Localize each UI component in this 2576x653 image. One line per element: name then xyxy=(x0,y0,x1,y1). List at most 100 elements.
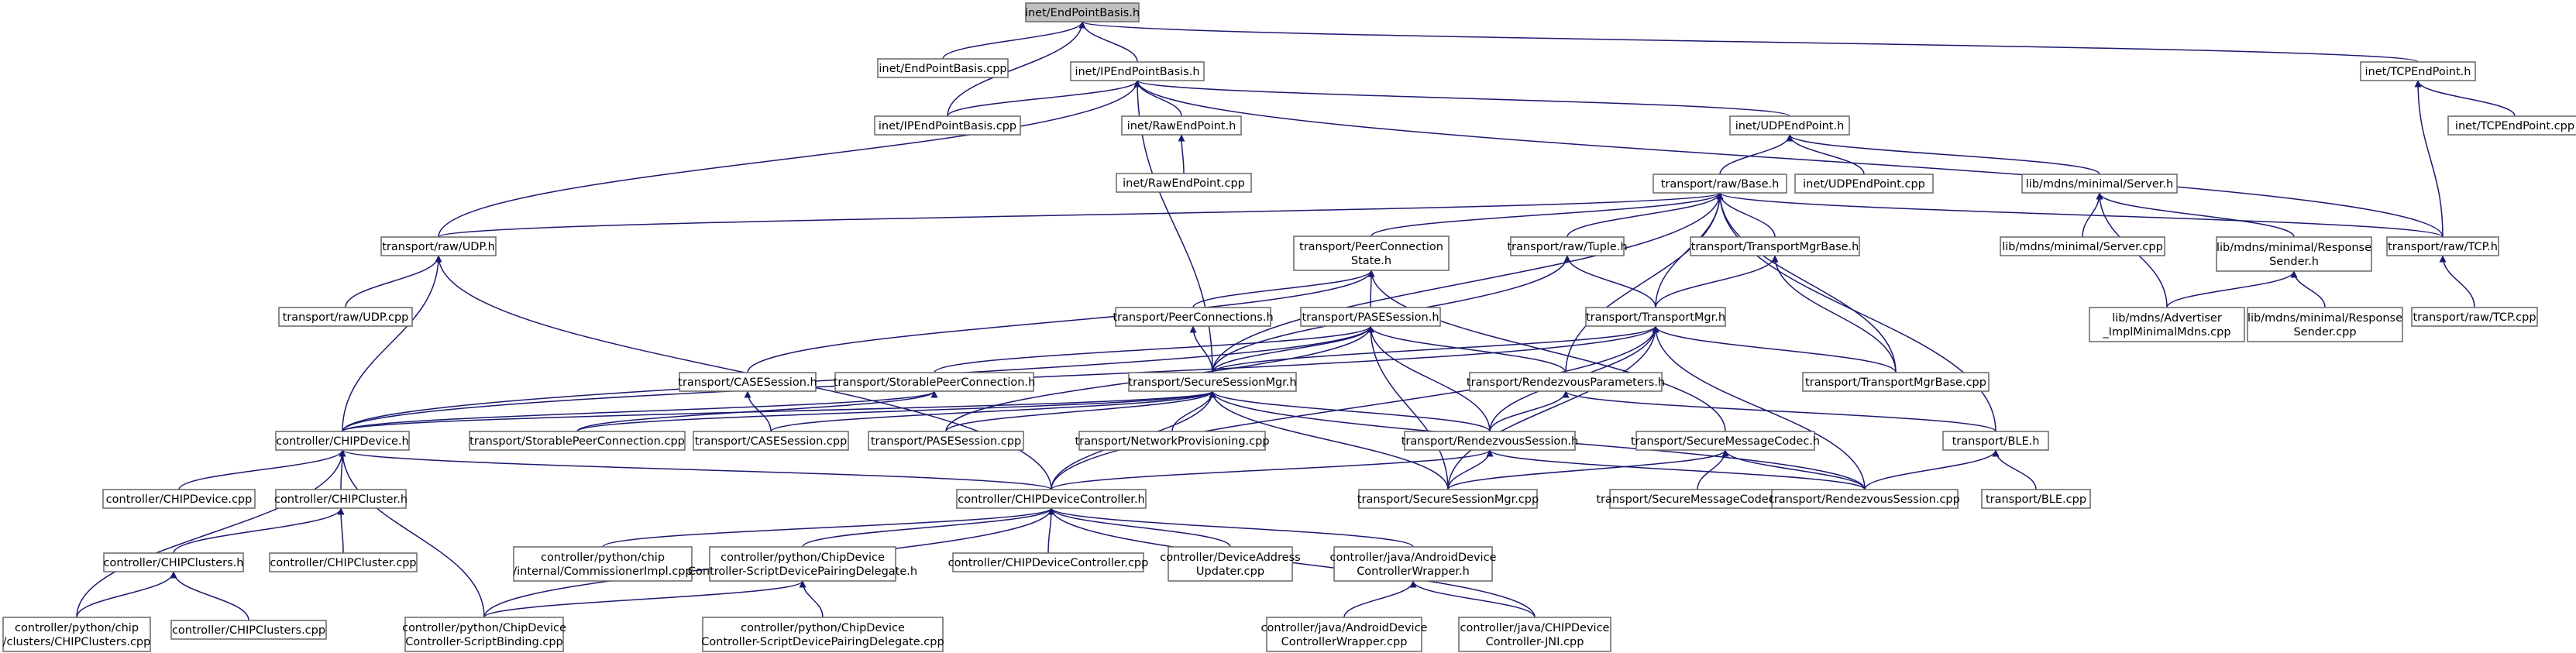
node-chipclusters-h[interactable]: controller/CHIPClusters.h xyxy=(103,552,244,572)
node-tcpendpoint-cpp[interactable]: inet/TCPEndPoint.cpp xyxy=(2447,115,2576,136)
node-androidwrapper-h[interactable]: controller/java/AndroidDeviceControllerW… xyxy=(1330,546,1497,582)
node-endpointbasis-cpp[interactable]: inet/EndPointBasis.cpp xyxy=(877,58,1009,78)
edge-ble-h-to-rendezvousparams-h xyxy=(1562,390,1996,432)
node-label: transport/NetworkProvisioning.cpp xyxy=(1075,435,1269,448)
edge-securesessionmgr-h-to-transportmgr-h xyxy=(1212,325,1659,373)
node-rawendpoint-h[interactable]: inet/RawEndPoint.h xyxy=(1121,115,1242,136)
node-label: lib/mdns/minimal/Server.h xyxy=(2026,178,2173,191)
node-chipdevice-h[interactable]: controller/CHIPDevice.h xyxy=(275,431,410,451)
edge-ble-cpp-to-ble-h xyxy=(1992,449,2037,490)
node-chipdevicejni-cpp[interactable]: controller/java/CHIPDeviceController-JNI… xyxy=(1458,617,1611,652)
node-udpendpoint-cpp[interactable]: inet/UDPEndPoint.cpp xyxy=(1794,174,1934,194)
edge-transportmgr-h-to-transportmgrbase-h xyxy=(1655,255,1779,308)
node-tuple-h[interactable]: transport/raw/Tuple.h xyxy=(1507,236,1628,256)
node-chipclusterspy-cpp[interactable]: controller/python/chip/clusters/CHIPClus… xyxy=(2,617,151,652)
edge-securesessionmgr-cpp-to-pasesession-h xyxy=(1367,325,1449,490)
node-chipdevicecontroller-h[interactable]: controller/CHIPDeviceController.h xyxy=(956,489,1147,509)
node-securemsgcodec-cpp[interactable]: transport/SecureMessageCodec.cpp xyxy=(1596,489,1799,509)
node-transportmgr-h[interactable]: transport/TransportMgr.h xyxy=(1585,307,1726,327)
edge-udp-h-to-ipendpointbasis-h xyxy=(438,80,1141,238)
node-networkprov-cpp[interactable]: transport/NetworkProvisioning.cpp xyxy=(1075,431,1270,451)
node-storablepeerconn-h[interactable]: transport/StorablePeerConnection.h xyxy=(834,372,1036,392)
node-udp-cpp[interactable]: transport/raw/UDP.cpp xyxy=(278,307,413,327)
node-label: Controller-JNI.cpp xyxy=(1486,636,1584,648)
node-rawendpoint-cpp[interactable]: inet/RawEndPoint.cpp xyxy=(1116,173,1252,193)
node-label: controller/DeviceAddress xyxy=(1160,552,1300,564)
node-tcpendpoint-h[interactable]: inet/TCPEndPoint.h xyxy=(2360,61,2476,81)
edge-deviceaddrupdater-cpp-to-chipdevicecontroller-h xyxy=(1047,507,1231,548)
node-label: transport/RendezvousSession.h xyxy=(1401,435,1578,448)
node-securesessionmgr-h[interactable]: transport/SecureSessionMgr.h xyxy=(1128,372,1297,392)
node-box xyxy=(513,546,693,582)
node-box xyxy=(1609,489,1786,509)
node-rendezvousparams-h[interactable]: transport/RendezvousParameters.h xyxy=(1467,372,1665,392)
node-transportmgrbase-h[interactable]: transport/TransportMgrBase.h xyxy=(1690,236,1860,256)
node-label: lib/mdns/minimal/Response xyxy=(2248,312,2402,325)
node-scriptpairingdelegate-cpp[interactable]: controller/python/ChipDeviceController-S… xyxy=(701,617,944,652)
edge-storablepeerconn-h-to-pasesession-h xyxy=(934,325,1374,373)
node-advertisermdns-cpp[interactable]: lib/mdns/Advertiser_ImplMinimalMdns.cpp xyxy=(2089,307,2245,342)
edge-rendezvoussession-cpp-to-rendezvoussession-h xyxy=(1486,449,1866,490)
node-chipdevice-cpp[interactable]: controller/CHIPDevice.cpp xyxy=(102,489,256,509)
node-transportmgrbase-cpp[interactable]: transport/TransportMgrBase.cpp xyxy=(1802,372,1990,392)
node-base-h[interactable]: transport/raw/Base.h xyxy=(1653,174,1787,194)
node-box xyxy=(1078,431,1266,451)
node-server-h[interactable]: lib/mdns/minimal/Server.h xyxy=(2021,174,2178,194)
node-box xyxy=(702,617,944,652)
node-commissionerimpl-cpp[interactable]: controller/python/chip/internal/Commissi… xyxy=(513,546,693,582)
node-ipendpointbasis-h[interactable]: inet/IPEndPointBasis.h xyxy=(1070,61,1205,81)
node-androidwrapper-cpp[interactable]: controller/java/AndroidDeviceControllerW… xyxy=(1261,617,1428,652)
node-box xyxy=(1070,61,1205,81)
node-box xyxy=(1802,372,1990,392)
node-securemsgcodec-h[interactable]: transport/SecureMessageCodec.h xyxy=(1631,431,1820,451)
edge-storablepeerconn-cpp-to-securesessionmgr-h xyxy=(576,390,1216,432)
edge-endpointbasis-cpp-to-endpointbasis-h xyxy=(942,21,1086,60)
node-scriptpairingdelegate-h[interactable]: controller/python/ChipDeviceController-S… xyxy=(688,546,917,582)
edge-chipdevice-cpp-to-chipdevice-h xyxy=(178,449,346,490)
edge-pasesession-cpp-to-securesessionmgr-h xyxy=(945,390,1216,432)
node-casesession-h[interactable]: transport/CASESession.h xyxy=(678,372,817,392)
node-pasesession-cpp[interactable]: transport/PASESession.cpp xyxy=(868,431,1024,451)
node-chipdevicecontroller-cpp[interactable]: controller/CHIPDeviceController.cpp xyxy=(948,552,1149,572)
node-endpointbasis-h[interactable]: inet/EndPointBasis.h xyxy=(1025,2,1140,22)
edge-androidwrapper-cpp-to-androidwrapper-h xyxy=(1343,580,1417,618)
node-tcp-cpp[interactable]: transport/raw/TCP.cpp xyxy=(2411,307,2538,327)
node-tcp-h[interactable]: transport/raw/TCP.h xyxy=(2386,236,2499,256)
edge-scriptbinding-cpp-to-chipdevice-h xyxy=(339,449,485,618)
node-ble-cpp[interactable]: transport/BLE.cpp xyxy=(1981,489,2091,509)
node-box xyxy=(1300,307,1441,327)
node-label: controller/CHIPDeviceController.cpp xyxy=(948,557,1149,569)
edge-chipcluster-cpp-to-chipcluster-h xyxy=(337,507,345,554)
edge-securesessionmgr-h-to-peerconnections-h xyxy=(1189,325,1213,373)
node-chipcluster-h[interactable]: controller/CHIPCluster.h xyxy=(274,489,408,509)
node-udp-h[interactable]: transport/raw/UDP.h xyxy=(380,236,497,256)
node-rendezvoussession-cpp[interactable]: transport/RendezvousSession.cpp xyxy=(1769,489,1960,509)
node-securesessionmgr-cpp[interactable]: transport/SecureSessionMgr.cpp xyxy=(1357,489,1539,509)
node-peerconnections-h[interactable]: transport/PeerConnections.h xyxy=(1113,307,1274,327)
node-ble-h[interactable]: transport/BLE.h xyxy=(1942,431,2049,451)
edge-androidwrapper-h-to-chipdevicecontroller-h xyxy=(1047,507,1414,548)
node-casesession-cpp[interactable]: transport/CASESession.cpp xyxy=(693,431,849,451)
node-ipendpointbasis-cpp[interactable]: inet/IPEndPointBasis.cpp xyxy=(874,115,1021,136)
node-label: transport/PeerConnection xyxy=(1299,241,1443,253)
node-udpendpoint-h[interactable]: inet/UDPEndPoint.h xyxy=(1729,115,1850,136)
edge-chipdevicejni-cpp-to-androidwrapper-h xyxy=(1409,580,1536,618)
node-rendezvoussession-h[interactable]: transport/RendezvousSession.h xyxy=(1401,431,1578,451)
node-label: Controller-ScriptDevicePairingDelegate.h xyxy=(688,565,917,578)
node-chipcluster-cpp[interactable]: controller/CHIPCluster.cpp xyxy=(269,552,418,572)
node-box xyxy=(1690,236,1860,256)
edge-rendezvousparams-h-to-pasesession-h xyxy=(1367,325,1567,373)
edge-chipclusterspy-cpp-to-chipclusters-h xyxy=(76,571,177,618)
edge-chipdevice-h-to-securesessionmgr-h xyxy=(342,390,1216,432)
node-scriptbinding-cpp[interactable]: controller/python/ChipDeviceController-S… xyxy=(402,617,566,652)
node-label: transport/PeerConnections.h xyxy=(1113,311,1273,324)
node-server-cpp[interactable]: lib/mdns/minimal/Server.cpp xyxy=(2000,236,2165,256)
node-pasesession-h[interactable]: transport/PASESession.h xyxy=(1300,307,1441,327)
node-storablepeerconn-cpp[interactable]: transport/StorablePeerConnection.cpp xyxy=(469,431,686,451)
node-chipclusters-cpp[interactable]: controller/CHIPClusters.cpp xyxy=(170,620,327,640)
